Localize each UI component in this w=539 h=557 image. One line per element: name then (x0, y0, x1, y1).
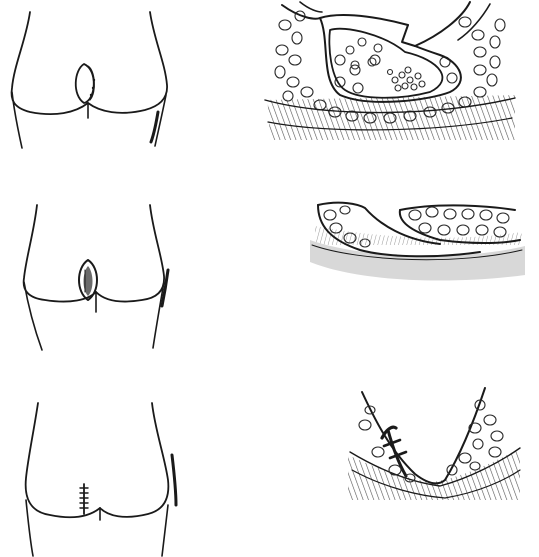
panel-1-buttocks-view (12, 12, 168, 148)
elliptical-incision-outline (76, 64, 95, 103)
cyst-cavity-with-sinus (329, 29, 442, 98)
panel-2-cross-section (310, 203, 525, 281)
panel-3-buttocks-view (26, 403, 176, 556)
excised-wound-flaps (318, 203, 520, 257)
panel-2-buttocks-view (24, 205, 168, 350)
panel-1-cross-section (262, 2, 520, 140)
open-excision-wound (79, 260, 97, 300)
panel-3-cross-section (348, 388, 520, 505)
sutured-midline-incision (80, 484, 88, 514)
